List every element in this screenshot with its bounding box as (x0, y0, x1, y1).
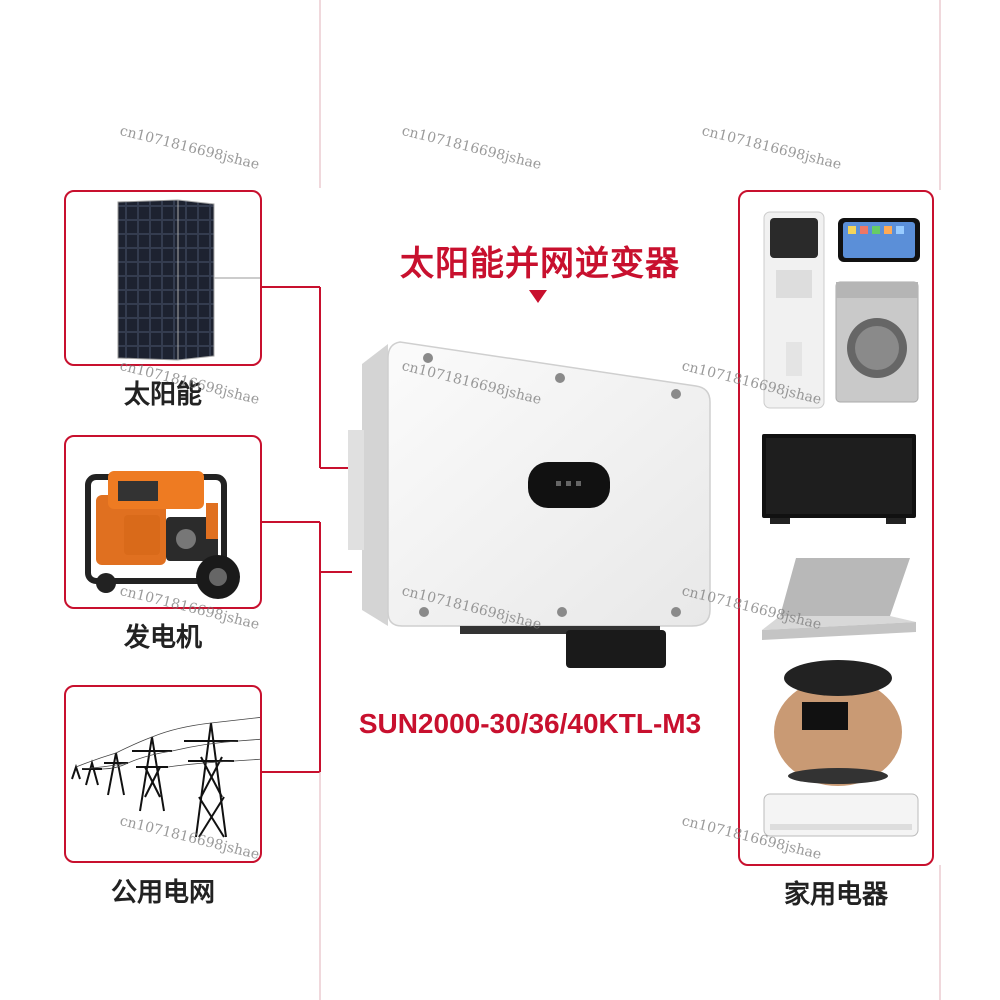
source-box-generator (64, 435, 262, 609)
source-label-grid: 公用电网 (110, 878, 215, 908)
down-arrow-icon (529, 290, 547, 303)
rice-cooker-icon (774, 660, 902, 786)
television-icon (762, 434, 916, 524)
water-dispenser-icon (763, 211, 825, 409)
laptop-icon (762, 558, 916, 640)
appliances-label: 家用电器 (783, 880, 888, 910)
appliances-illustration (762, 211, 920, 837)
source-label-solar: 太阳能 (123, 380, 202, 410)
source-label-generator: 发电机 (123, 623, 202, 653)
source-box-grid (64, 685, 262, 863)
washing-machine-icon (835, 281, 919, 403)
source-box-solar (64, 190, 262, 366)
power-tower-icon (71, 717, 260, 838)
smartphone-icon (838, 218, 920, 262)
generator-icon (85, 471, 240, 599)
air-conditioner-icon (763, 793, 919, 837)
model-label: SUN2000-30/36/40KTL-M3 (358, 708, 702, 739)
solar-panel-icon (117, 199, 260, 361)
diagram-title: 太阳能并网逆变器 (400, 244, 680, 284)
appliances-box (738, 190, 934, 866)
inverter-device (348, 341, 711, 668)
